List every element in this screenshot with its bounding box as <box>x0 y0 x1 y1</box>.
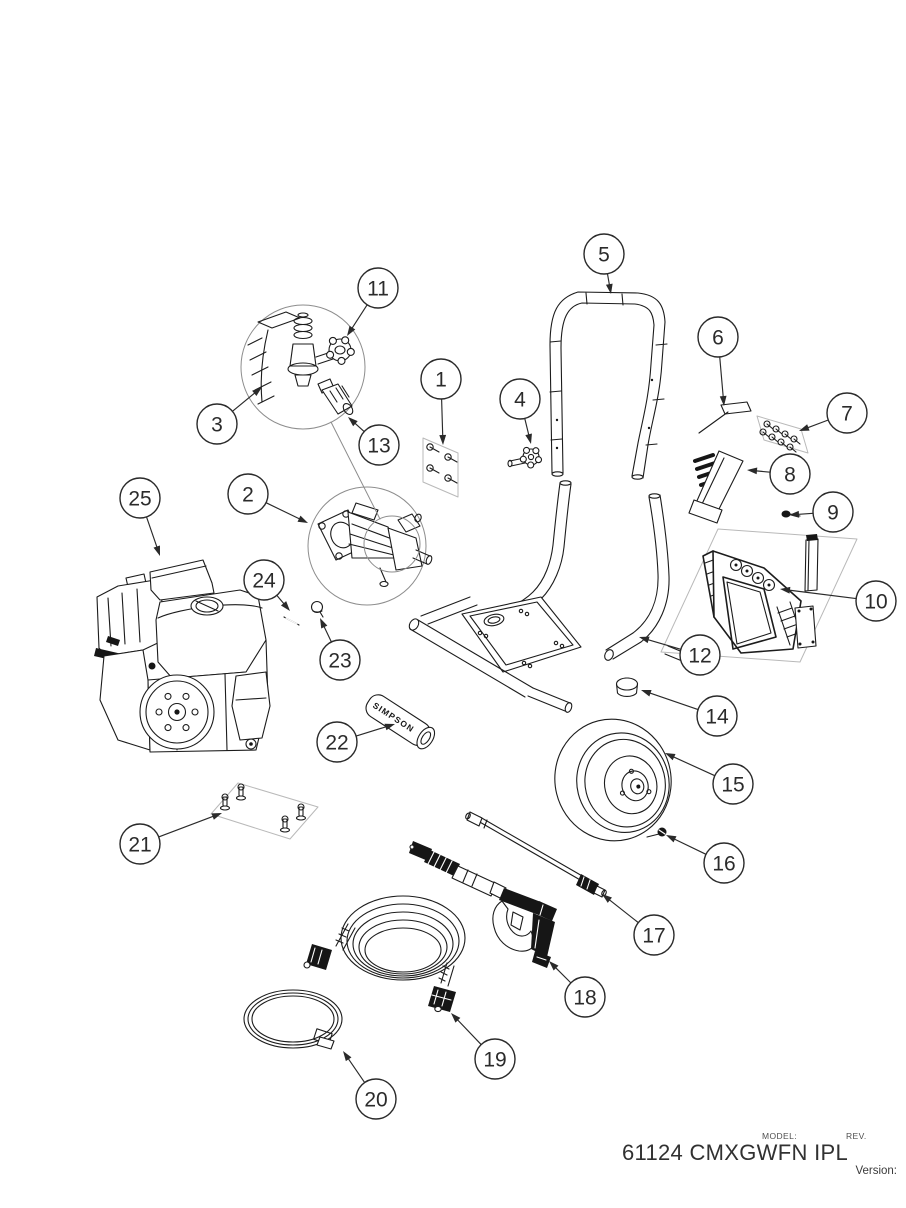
nozzle-cleaner-tool <box>698 401 752 434</box>
handle-illustration <box>549 291 668 480</box>
foam-grip: SIMPSON <box>365 694 436 750</box>
callout-6: 6 <box>697 316 739 406</box>
callout-8: 8 <box>747 453 811 495</box>
pump-zoom-detail <box>240 304 381 520</box>
spray-gun <box>409 841 557 968</box>
axle-bolt <box>646 827 667 838</box>
svg-text:11: 11 <box>367 277 389 300</box>
callout-15: 15 <box>665 753 754 805</box>
wheel-illustration <box>554 718 672 842</box>
cap-part <box>310 600 324 618</box>
svg-text:24: 24 <box>252 569 276 592</box>
callout-25: 25 <box>119 477 161 556</box>
spray-wand <box>465 811 607 898</box>
svg-text:15: 15 <box>721 773 744 796</box>
callout-layer: 1234567891011121314151617181920212223242… <box>119 233 897 1120</box>
callout-3: 3 <box>196 387 262 445</box>
svg-text:2: 2 <box>242 483 254 506</box>
svg-text:17: 17 <box>642 924 665 947</box>
svg-text:13: 13 <box>367 434 390 457</box>
callout-11: 11 <box>347 267 399 336</box>
pressure-hose <box>303 895 466 1013</box>
frame-illustration <box>408 480 693 713</box>
nozzle-holder-bracket <box>688 450 744 524</box>
engine-illustration <box>94 559 271 753</box>
svg-text:21: 21 <box>128 833 151 856</box>
svg-text:7: 7 <box>841 402 853 425</box>
control-panel-assembly <box>702 534 819 654</box>
callout-21: 21 <box>119 813 222 865</box>
svg-text:25: 25 <box>128 487 151 510</box>
svg-text:9: 9 <box>827 501 839 524</box>
svg-text:23: 23 <box>328 649 351 672</box>
callout-9: 9 <box>789 491 854 533</box>
callout-13: 13 <box>348 417 400 466</box>
svg-text:5: 5 <box>598 243 610 266</box>
svg-text:6: 6 <box>712 326 724 349</box>
callout-2: 2 <box>227 473 308 523</box>
thermal-relief-knob <box>326 336 355 365</box>
svg-text:22: 22 <box>325 731 348 754</box>
callout-17: 17 <box>602 894 675 956</box>
handle-knob-part <box>507 446 543 469</box>
callout-16: 16 <box>666 835 745 884</box>
callout-4: 4 <box>499 378 541 444</box>
svg-text:8: 8 <box>784 463 796 486</box>
svg-text:18: 18 <box>573 986 596 1009</box>
svg-text:19: 19 <box>483 1048 506 1071</box>
callout-14: 14 <box>641 690 738 737</box>
callout-5: 5 <box>583 233 625 294</box>
callout-18: 18 <box>549 961 606 1018</box>
bolt-kit-frame <box>426 443 458 484</box>
pump-detail-circle <box>363 515 421 573</box>
svg-text:14: 14 <box>705 705 729 728</box>
svg-text:16: 16 <box>712 852 735 875</box>
callout-23: 23 <box>319 618 361 681</box>
callout-10: 10 <box>780 580 897 622</box>
svg-text:1: 1 <box>435 368 447 391</box>
callout-19: 19 <box>451 1013 516 1080</box>
pump-illustration <box>307 486 433 606</box>
svg-text:3: 3 <box>211 413 223 436</box>
svg-text:4: 4 <box>514 388 526 411</box>
callout-12: 12 <box>639 634 721 676</box>
bolt-kit-engine <box>219 783 307 833</box>
callout-20: 20 <box>343 1051 397 1120</box>
screw-set <box>759 420 801 453</box>
svg-text:10: 10 <box>864 590 887 613</box>
callout-1: 1 <box>420 358 462 445</box>
svg-text:20: 20 <box>364 1088 387 1111</box>
hub-cap <box>615 677 639 697</box>
hose-guide-ring <box>243 989 343 1050</box>
svg-text:12: 12 <box>688 644 711 667</box>
shaft-key-part <box>283 616 300 626</box>
callout-24: 24 <box>243 559 290 611</box>
hose-barb-fitting <box>317 378 354 415</box>
callout-22: 22 <box>316 721 395 763</box>
callout-7: 7 <box>799 392 868 434</box>
